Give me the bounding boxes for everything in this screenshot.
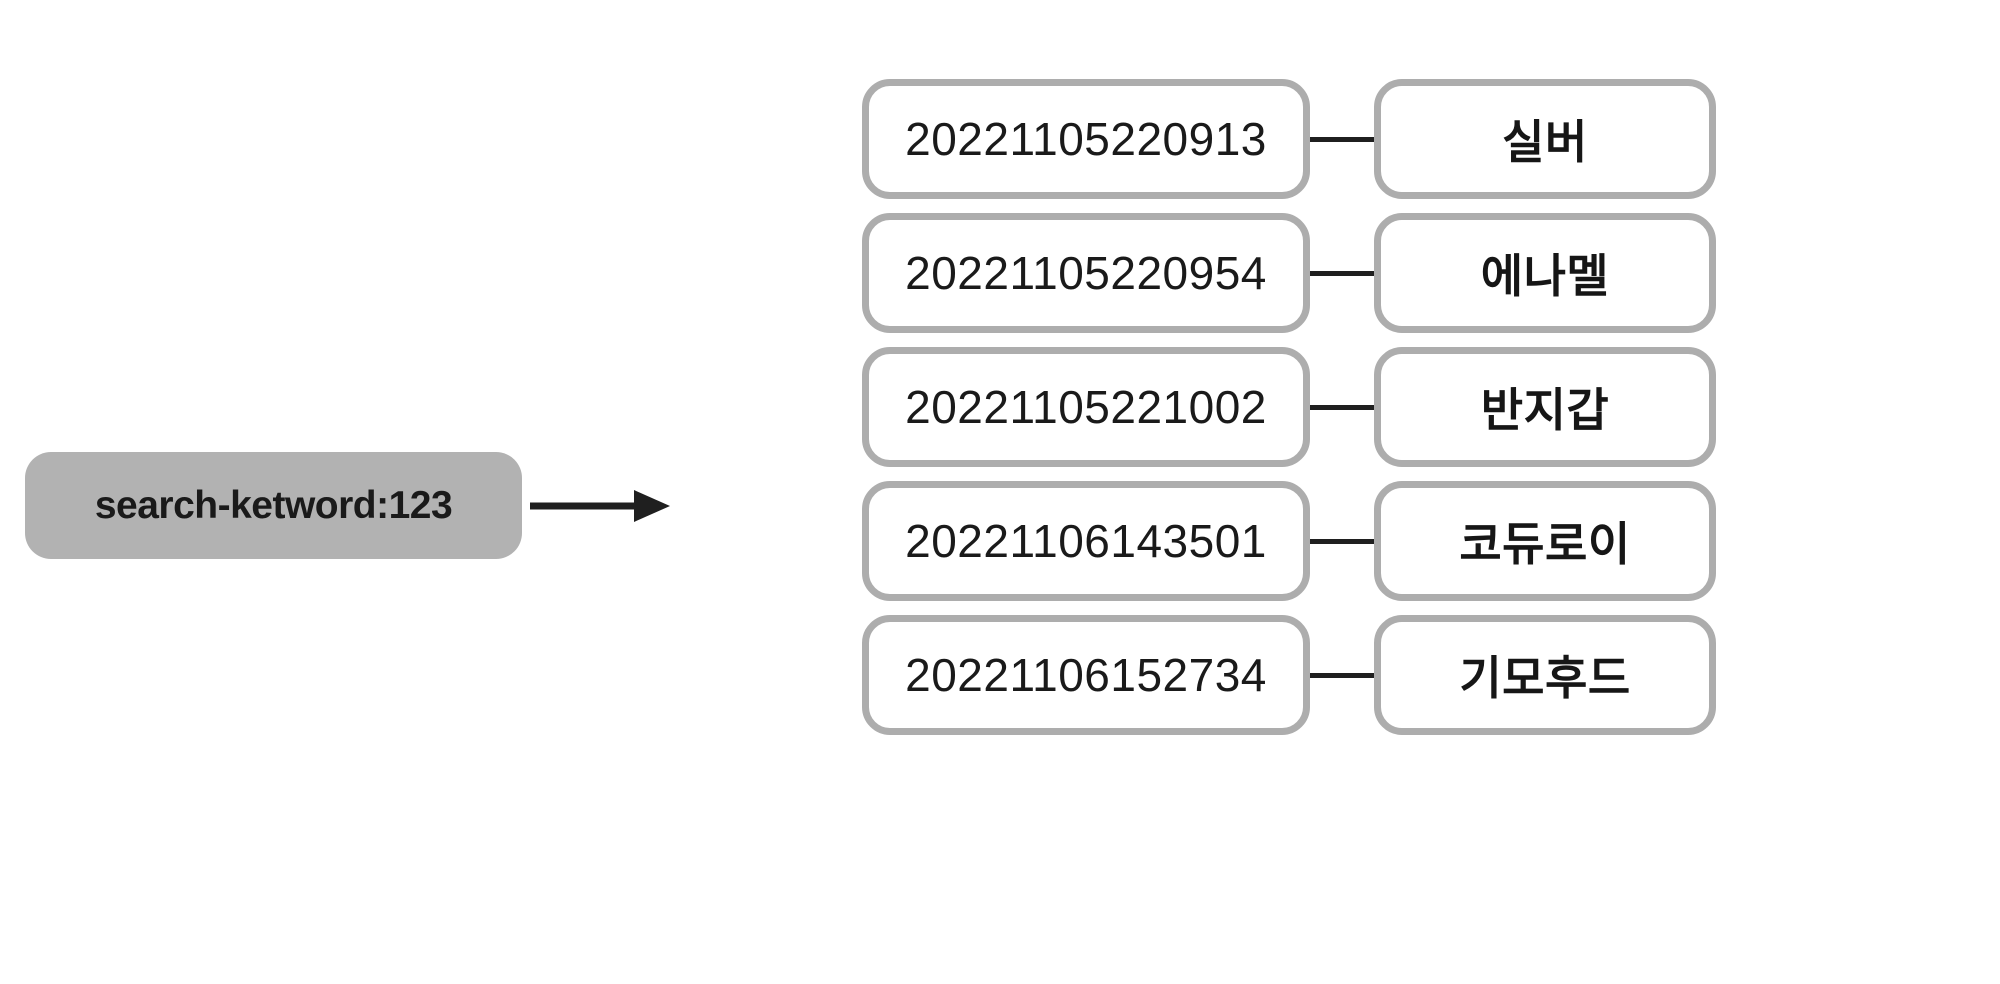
- id-box[interactable]: 20221105220954: [862, 213, 1310, 333]
- keyword-label: 에나멜: [1480, 249, 1610, 303]
- keyword-label: 코듀로이: [1459, 517, 1631, 571]
- search-keyword-label: search-ketword:123: [94, 483, 453, 527]
- mapping-row: 20221105220954 에나멜: [862, 212, 1716, 334]
- label-box[interactable]: 기모후드: [1374, 615, 1716, 735]
- id-box[interactable]: 20221105221002: [862, 347, 1310, 467]
- label-box[interactable]: 실버: [1374, 79, 1716, 199]
- keyword-label: 반지갑: [1480, 383, 1610, 437]
- row-connector-line: [1310, 136, 1374, 142]
- id-label: 20221106143501: [905, 515, 1267, 567]
- search-keyword-pill[interactable]: search-ketword:123: [25, 452, 522, 559]
- label-box[interactable]: 반지갑: [1374, 347, 1716, 467]
- id-label: 20221105220913: [905, 113, 1267, 165]
- keyword-label: 실버: [1502, 115, 1588, 169]
- label-box[interactable]: 에나멜: [1374, 213, 1716, 333]
- id-label: 20221105221002: [905, 381, 1267, 433]
- id-box[interactable]: 20221105220913: [862, 79, 1310, 199]
- row-connector-line: [1310, 404, 1374, 410]
- id-box[interactable]: 20221106143501: [862, 481, 1310, 601]
- id-label: 20221106152734: [905, 649, 1267, 701]
- id-label: 20221105220954: [905, 247, 1267, 299]
- mapping-row: 20221106143501 코듀로이: [862, 480, 1716, 602]
- arrow-right-icon: [530, 490, 670, 522]
- keyword-label: 기모후드: [1459, 651, 1631, 705]
- row-connector-line: [1310, 538, 1374, 544]
- row-connector-line: [1310, 270, 1374, 276]
- id-box[interactable]: 20221106152734: [862, 615, 1310, 735]
- row-connector-line: [1310, 672, 1374, 678]
- mapping-row: 20221106152734 기모후드: [862, 614, 1716, 736]
- label-box[interactable]: 코듀로이: [1374, 481, 1716, 601]
- mapping-row: 20221105220913 실버: [862, 78, 1716, 200]
- mapping-row: 20221105221002 반지갑: [862, 346, 1716, 468]
